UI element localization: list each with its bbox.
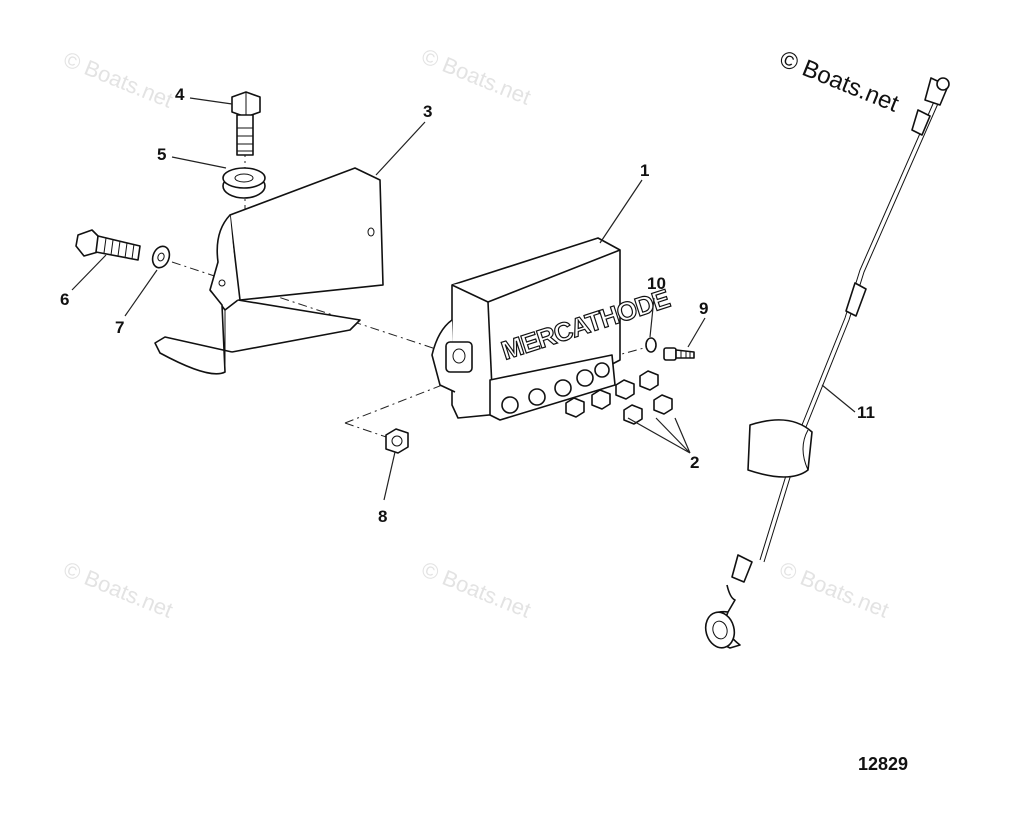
watermark-faint: © Boats.net	[418, 556, 534, 622]
callout-5: 5	[157, 145, 166, 164]
callout-6: 6	[60, 290, 69, 309]
anode-cable	[704, 77, 950, 649]
callout-2: 2	[690, 453, 699, 472]
small-screw	[663, 347, 695, 361]
washer	[222, 167, 266, 199]
callout-3: 3	[423, 102, 432, 121]
callout-9: 9	[699, 299, 708, 318]
callouts: 1 2 3 4 5 6 7 8 9 10 11	[60, 85, 875, 526]
figure-number: 12829	[858, 754, 908, 774]
watermark-faint: © Boats.net	[776, 556, 892, 622]
leader-lines	[71, 97, 856, 501]
watermark-main: © Boats.net	[776, 46, 903, 118]
watermark-faint: © Boats.net	[418, 43, 534, 109]
callout-1: 1	[640, 161, 649, 180]
tiny-washer	[645, 337, 657, 353]
callout-11: 11	[857, 403, 875, 422]
callout-7: 7	[115, 318, 124, 337]
callout-4: 4	[175, 85, 185, 104]
nut-bottom	[385, 428, 409, 454]
lock-washer	[151, 245, 171, 269]
nuts	[565, 370, 673, 425]
mounting-bracket	[154, 167, 384, 375]
callout-8: 8	[378, 507, 387, 526]
watermark-faint: © Boats.net	[60, 46, 176, 112]
mercathode-controller: MERCATHODE	[431, 237, 674, 421]
bolt-top	[231, 91, 261, 156]
watermark-faint: © Boats.net	[60, 556, 176, 622]
screw	[75, 229, 141, 261]
callout-10: 10	[647, 274, 666, 293]
